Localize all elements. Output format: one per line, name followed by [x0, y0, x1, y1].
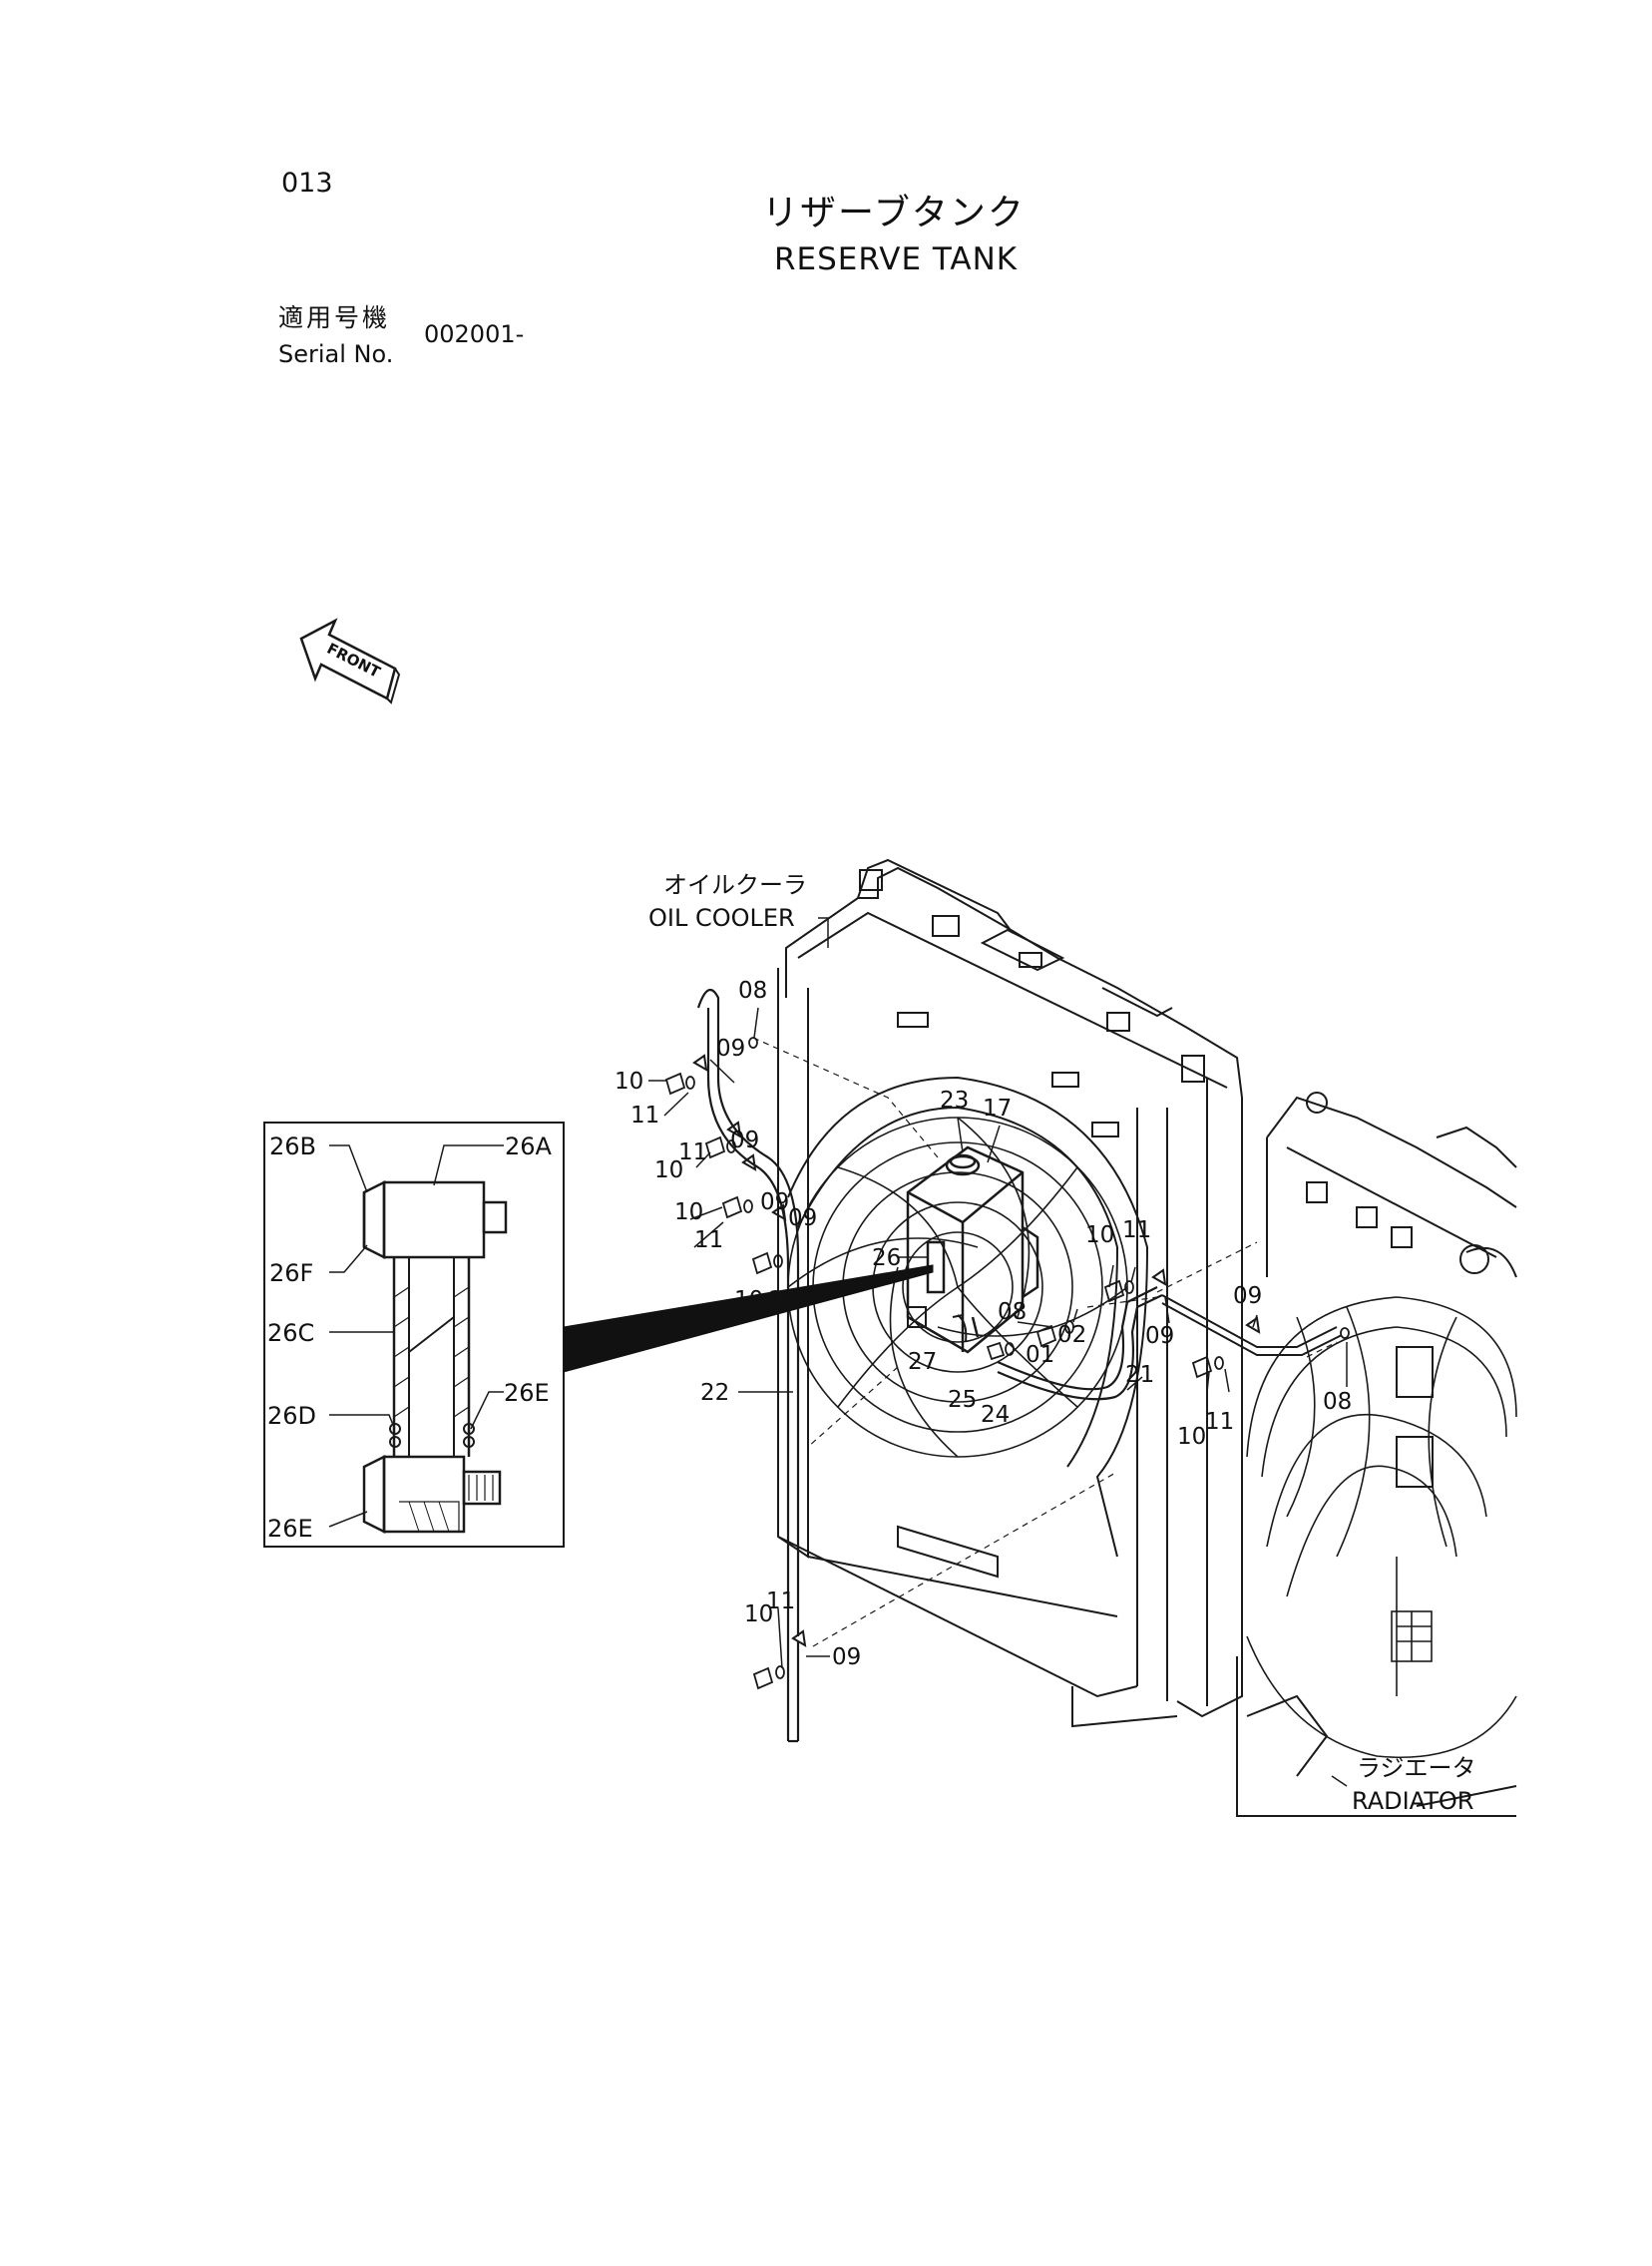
serial-label-english: Serial No. [278, 340, 394, 368]
callout-part: 21 [1125, 1362, 1154, 1388]
detail-connector [563, 1264, 934, 1373]
callout-part: 10 [734, 1287, 763, 1313]
callout-part: 11 [1122, 1217, 1151, 1243]
level-label-plate [907, 1306, 927, 1328]
callout-part: 02 [1057, 1322, 1086, 1348]
callout-part: 17 [983, 1096, 1012, 1122]
elbow-fitting [952, 1314, 968, 1343]
callout-part: 11 [768, 1287, 797, 1313]
callout-part: 22 [700, 1380, 729, 1406]
radiator-label-en: RADIATOR [1352, 1787, 1473, 1815]
overflow-pipe [1161, 1294, 1343, 1356]
callout-26E-lower: 26E [267, 1515, 313, 1543]
title-english: RESERVE TANK [774, 241, 1019, 277]
hose-21 [997, 1286, 1163, 1401]
callout-part: 10 [1085, 1222, 1114, 1248]
callout-part: 10 [654, 1157, 683, 1183]
callout-part: 09 [730, 1128, 759, 1153]
callout-part: 08 [738, 978, 767, 1004]
callout-part: 11 [766, 1588, 795, 1614]
callout-26E-upper: 26E [504, 1379, 550, 1407]
callout-part: 09 [1233, 1283, 1262, 1309]
callout-26A: 26A [505, 1133, 553, 1160]
callout-part: 23 [940, 1088, 969, 1114]
callout-part: 09 [716, 1036, 745, 1062]
callout-part: 11 [630, 1103, 659, 1129]
oil-cooler-drawing [777, 858, 1243, 1728]
callout-part: 08 [998, 1299, 1027, 1325]
callout-part: 11 [1205, 1409, 1234, 1435]
callout-part: 09 [1145, 1323, 1174, 1349]
oil-cooler-label-jp: オイルクーラ [663, 871, 807, 899]
callout-part: 11 [694, 1227, 723, 1253]
callout-26F: 26F [269, 1259, 313, 1287]
front-arrow-icon [299, 618, 401, 704]
front-arrow-label: FRONT [324, 640, 384, 681]
serial-label-japanese: 適用号機 [278, 303, 391, 332]
callout-part: 09 [760, 1189, 789, 1215]
callout-part: 01 [1026, 1342, 1054, 1368]
callout-part: 10 [674, 1199, 703, 1225]
callout-part: 09 [832, 1644, 861, 1670]
callout-part: 27 [908, 1349, 937, 1375]
oil-cooler-label-en: OIL COOLER [648, 904, 795, 932]
radiator-label-jp: ラジエータ [1357, 1754, 1476, 1782]
hose-22 [696, 988, 800, 1743]
callout-part: 26 [872, 1245, 901, 1271]
callout-part: 10 [615, 1069, 643, 1095]
radiator-drawing [1236, 1092, 1517, 1817]
title-japanese: リザーブタンク [762, 193, 1026, 233]
page-number: 013 [281, 168, 333, 199]
hose-clamp-icons [692, 1054, 1261, 1647]
callout-part: 11 [678, 1139, 707, 1165]
callout-part: 10 [744, 1601, 773, 1627]
callout-26C: 26C [267, 1319, 314, 1347]
callout-part: 08 [1323, 1389, 1352, 1415]
callout-part: 25 [948, 1387, 977, 1413]
callout-part: 24 [981, 1402, 1010, 1428]
leader-lines [648, 1007, 1348, 1669]
radiator-fan-drawing [1246, 1296, 1517, 1759]
callout-26B: 26B [269, 1133, 316, 1160]
serial-value: 002001- [424, 320, 525, 348]
callout-part: 09 [788, 1205, 817, 1231]
callout-26D: 26D [267, 1402, 316, 1430]
callout-part: 10 [1177, 1424, 1206, 1450]
